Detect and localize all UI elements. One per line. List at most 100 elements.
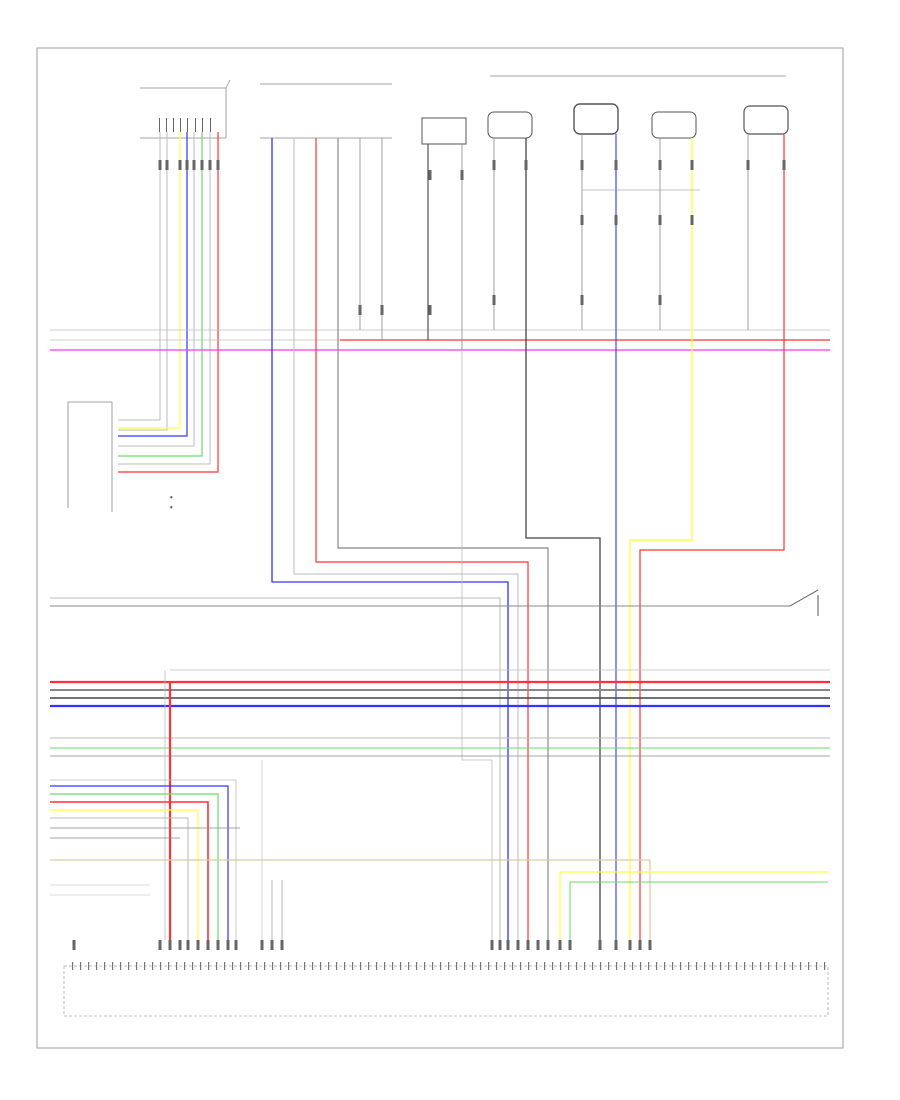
connector-marker	[746, 160, 750, 170]
ecu-pin	[192, 962, 194, 970]
connector-marker	[168, 940, 172, 950]
ecu-pin	[576, 962, 578, 970]
connector-marker	[658, 160, 662, 170]
ecu-pin	[232, 962, 234, 970]
connector-marker	[260, 940, 264, 950]
ecu-pin	[776, 962, 778, 970]
ecu-pin	[168, 962, 170, 970]
ecu-pin	[160, 962, 162, 970]
component-right-relay	[760, 589, 819, 616]
ecu-pin	[72, 962, 74, 970]
ecu-pin	[216, 962, 218, 970]
component-switch-box	[421, 117, 467, 145]
component-bottom-module	[63, 962, 829, 1017]
ecu-pin	[288, 962, 290, 970]
connector-marker	[506, 940, 510, 950]
ecu-pin	[256, 962, 258, 970]
ecu-pin	[152, 962, 154, 970]
ecu-pin	[680, 962, 682, 970]
ecu-pin	[416, 962, 418, 970]
ecu-pin	[544, 962, 546, 970]
ecu-pin	[480, 962, 482, 970]
wire-tl-3	[118, 132, 195, 447]
connector-marker	[380, 305, 384, 315]
connector-marker	[72, 940, 76, 950]
ecu-pin	[200, 962, 202, 970]
connector-marker	[614, 160, 618, 170]
wire-mid-1	[50, 597, 501, 940]
wire-fd-2	[337, 138, 549, 940]
ecu-pin	[472, 962, 474, 970]
ecu-pin	[112, 962, 114, 970]
ecu-pin	[560, 962, 562, 970]
connector-marker	[216, 940, 220, 950]
ecu-pin	[96, 962, 98, 970]
wire-sw-3	[461, 350, 493, 940]
ecu-pin	[808, 962, 810, 970]
wire-bl-3	[50, 817, 189, 940]
ecu-pin	[648, 962, 650, 970]
ecu-pin	[568, 962, 570, 970]
connector-marker	[192, 160, 196, 170]
ecu-pin	[128, 962, 130, 970]
ecu-pin	[456, 962, 458, 970]
ecu-pin	[272, 962, 274, 970]
ecu-pin	[728, 962, 730, 970]
connector-markers	[72, 160, 786, 950]
connector-marker	[546, 940, 550, 950]
ecu-pin	[224, 962, 226, 970]
connector-marker	[206, 940, 210, 950]
wire-ps-red	[639, 134, 785, 940]
connector-marker	[492, 295, 496, 305]
connector-marker	[158, 160, 162, 170]
connector-marker	[648, 940, 652, 950]
connector-marker	[658, 215, 662, 225]
ecu-pin	[616, 962, 618, 970]
ecu-pin	[376, 962, 378, 970]
ecu-pin	[592, 962, 594, 970]
ecu-pin	[424, 962, 426, 970]
component-left-connector: ● ●	[67, 401, 173, 512]
connector-marker	[598, 940, 602, 950]
ecu-pin	[88, 962, 90, 970]
ecu-pin	[312, 962, 314, 970]
ecu-pin	[240, 962, 242, 970]
wire-tl-1	[118, 132, 161, 421]
ecu-pin	[800, 962, 802, 970]
component-parking-sensors	[487, 75, 789, 139]
connector-marker	[428, 305, 432, 315]
wire-tl-blue	[118, 132, 188, 437]
ecu-pin	[336, 962, 338, 970]
connector-marker	[208, 160, 212, 170]
ecu-pin	[144, 962, 146, 970]
ecu-pin	[520, 962, 522, 970]
ecu-pin	[744, 962, 746, 970]
wire-bl-blue	[50, 785, 229, 940]
ecu-pin	[664, 962, 666, 970]
connector-marker	[498, 940, 502, 950]
wire-fd-blue	[271, 138, 509, 940]
ecu-pin	[464, 962, 466, 970]
ecu-pin	[392, 962, 394, 970]
connector-marker	[614, 215, 618, 225]
component-top-left	[140, 79, 231, 139]
ecu-pin	[784, 962, 786, 970]
svg-text:●: ●	[170, 495, 173, 499]
ecu-pin	[528, 962, 530, 970]
connector-marker	[196, 940, 200, 950]
connector-marker	[200, 160, 204, 170]
wire-br-yellow	[559, 871, 828, 940]
ecu-pin	[264, 962, 266, 970]
ecu-pin	[824, 962, 826, 970]
ecu-pin	[384, 962, 386, 970]
connector-marker	[580, 215, 584, 225]
connector-marker	[536, 940, 540, 950]
connector-marker	[226, 940, 230, 950]
ecu-pin	[584, 962, 586, 970]
connector-marker	[524, 160, 528, 170]
component-front-door-speaker	[260, 83, 392, 139]
wire-ps-yellow	[629, 138, 693, 940]
ecu-pin	[672, 962, 674, 970]
ecu-pin	[792, 962, 794, 970]
connector-marker	[568, 940, 572, 950]
